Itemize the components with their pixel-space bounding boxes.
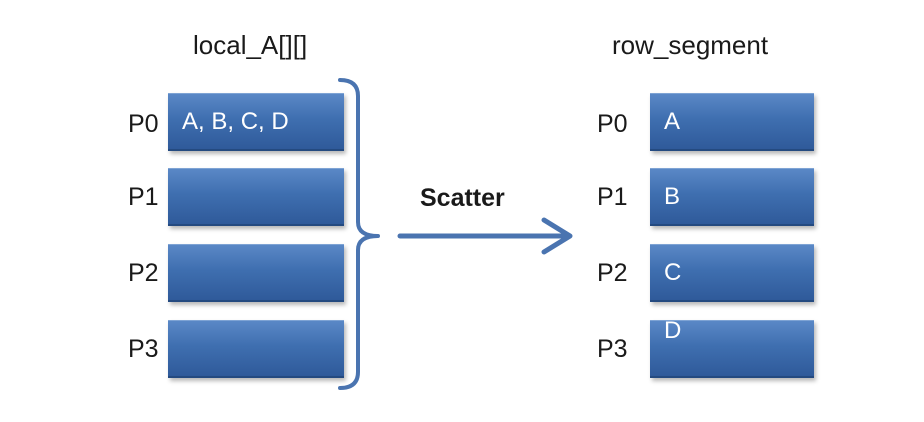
right-bar-p0: A — [650, 93, 814, 151]
left-label-p0: P0 — [128, 110, 159, 138]
right-bar-p3: D — [650, 317, 814, 378]
right-bar-p1-text: B — [664, 183, 681, 210]
right-label-p2: P2 — [597, 259, 628, 287]
right-bar-p2-text: C — [664, 259, 682, 286]
left-label-p1: P1 — [128, 183, 159, 211]
left-bar-p3 — [168, 320, 344, 378]
scatter-label: Scatter — [420, 184, 505, 212]
left-label-p3: P3 — [128, 335, 159, 363]
left-label-p2: P2 — [128, 259, 159, 287]
right-label-p1: P1 — [597, 183, 628, 211]
right-label-p3: P3 — [597, 335, 628, 363]
right-bar-p3-text: D — [664, 317, 682, 344]
left-bar-p1 — [168, 168, 344, 226]
left-bar-p2 — [168, 244, 344, 302]
bracket-shape — [338, 78, 380, 390]
right-label-p0: P0 — [597, 110, 628, 138]
scatter-arrow-head — [541, 217, 573, 255]
right-bar-p2: C — [650, 244, 814, 302]
right-bar-p1: B — [650, 168, 814, 226]
left-title: local_A[][] — [193, 30, 308, 60]
right-title: row_segment — [612, 30, 769, 60]
left-bar-p0: A, B, C, D — [168, 93, 344, 151]
right-bar-p0-text: A — [664, 108, 681, 135]
left-bar-p0-text: A, B, C, D — [182, 108, 289, 135]
